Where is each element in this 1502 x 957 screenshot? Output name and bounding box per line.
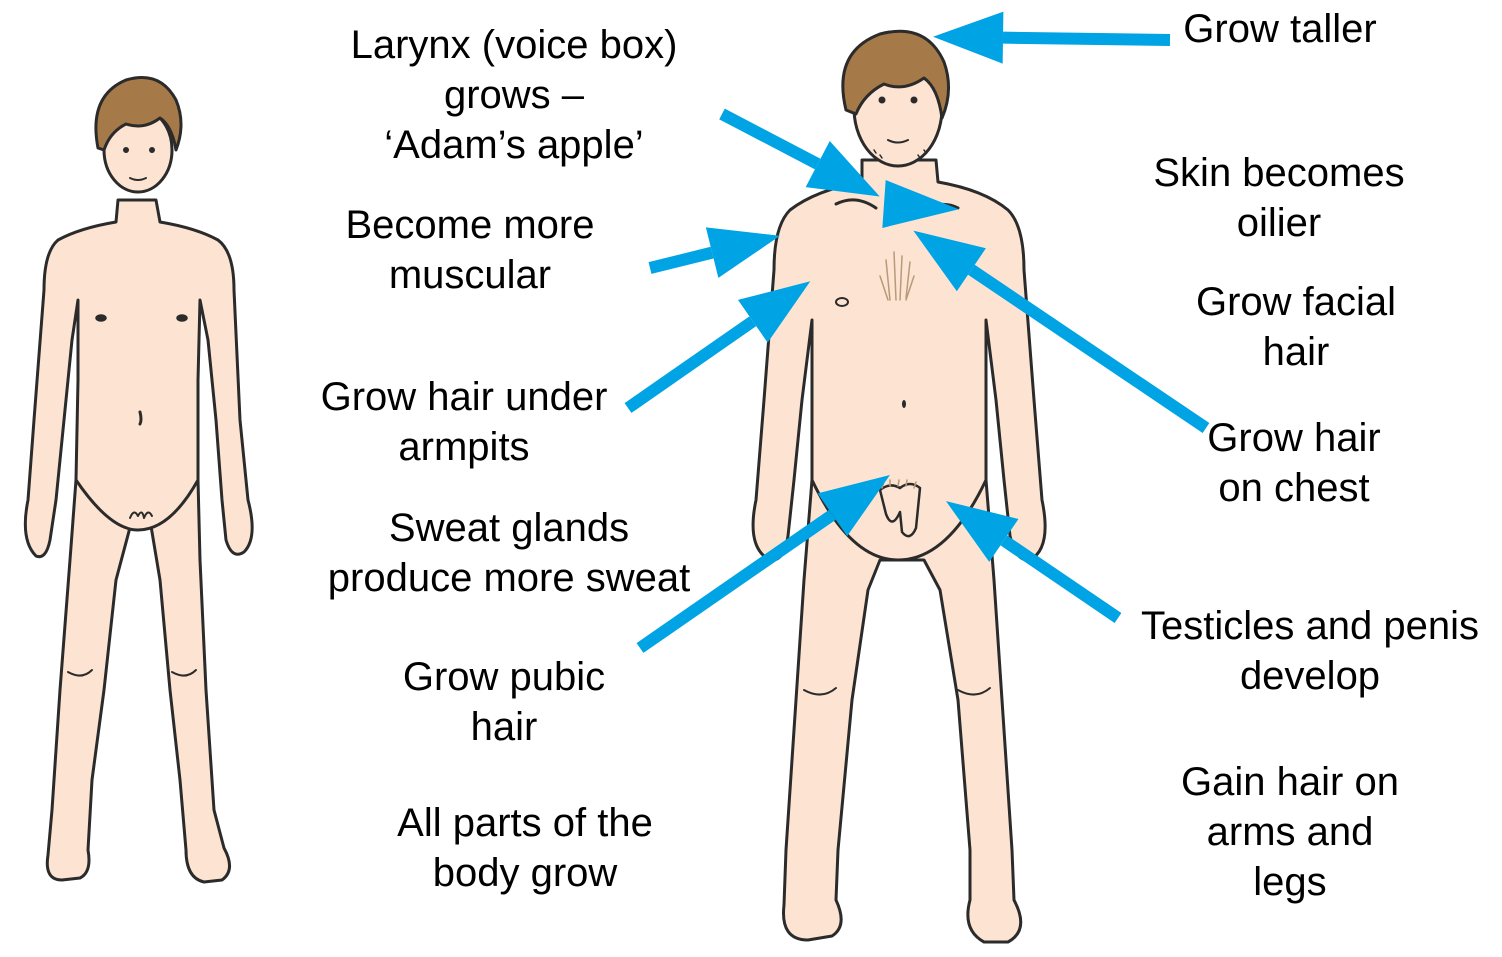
label-sweat: Sweat glands produce more sweat xyxy=(304,503,714,603)
label-larynx: Larynx (voice box) grows – ‘Adam’s apple… xyxy=(324,20,704,170)
arrow-grow-taller xyxy=(933,11,1171,66)
label-oilier-skin: Skin becomes oilier xyxy=(1126,148,1432,248)
label-pubic-hair: Grow pubic hair xyxy=(376,652,632,752)
boy-figure xyxy=(25,78,252,883)
label-armpit-hair: Grow hair under armpits xyxy=(296,372,632,472)
label-limb-hair: Gain hair on arms and legs xyxy=(1150,757,1430,907)
man-figure xyxy=(753,31,1045,942)
boy-legs xyxy=(47,480,229,882)
label-muscular: Become more muscular xyxy=(320,200,620,300)
label-chest-hair: Grow hair on chest xyxy=(1176,413,1412,513)
label-body-grows: All parts of the body grow xyxy=(370,798,680,898)
boy-torso xyxy=(25,200,252,557)
arrow-muscular xyxy=(644,211,787,294)
label-grow-taller: Grow taller xyxy=(1160,4,1400,54)
label-facial-hair: Grow facial hair xyxy=(1164,277,1428,377)
label-genitals: Testicles and penis develop xyxy=(1118,601,1502,701)
